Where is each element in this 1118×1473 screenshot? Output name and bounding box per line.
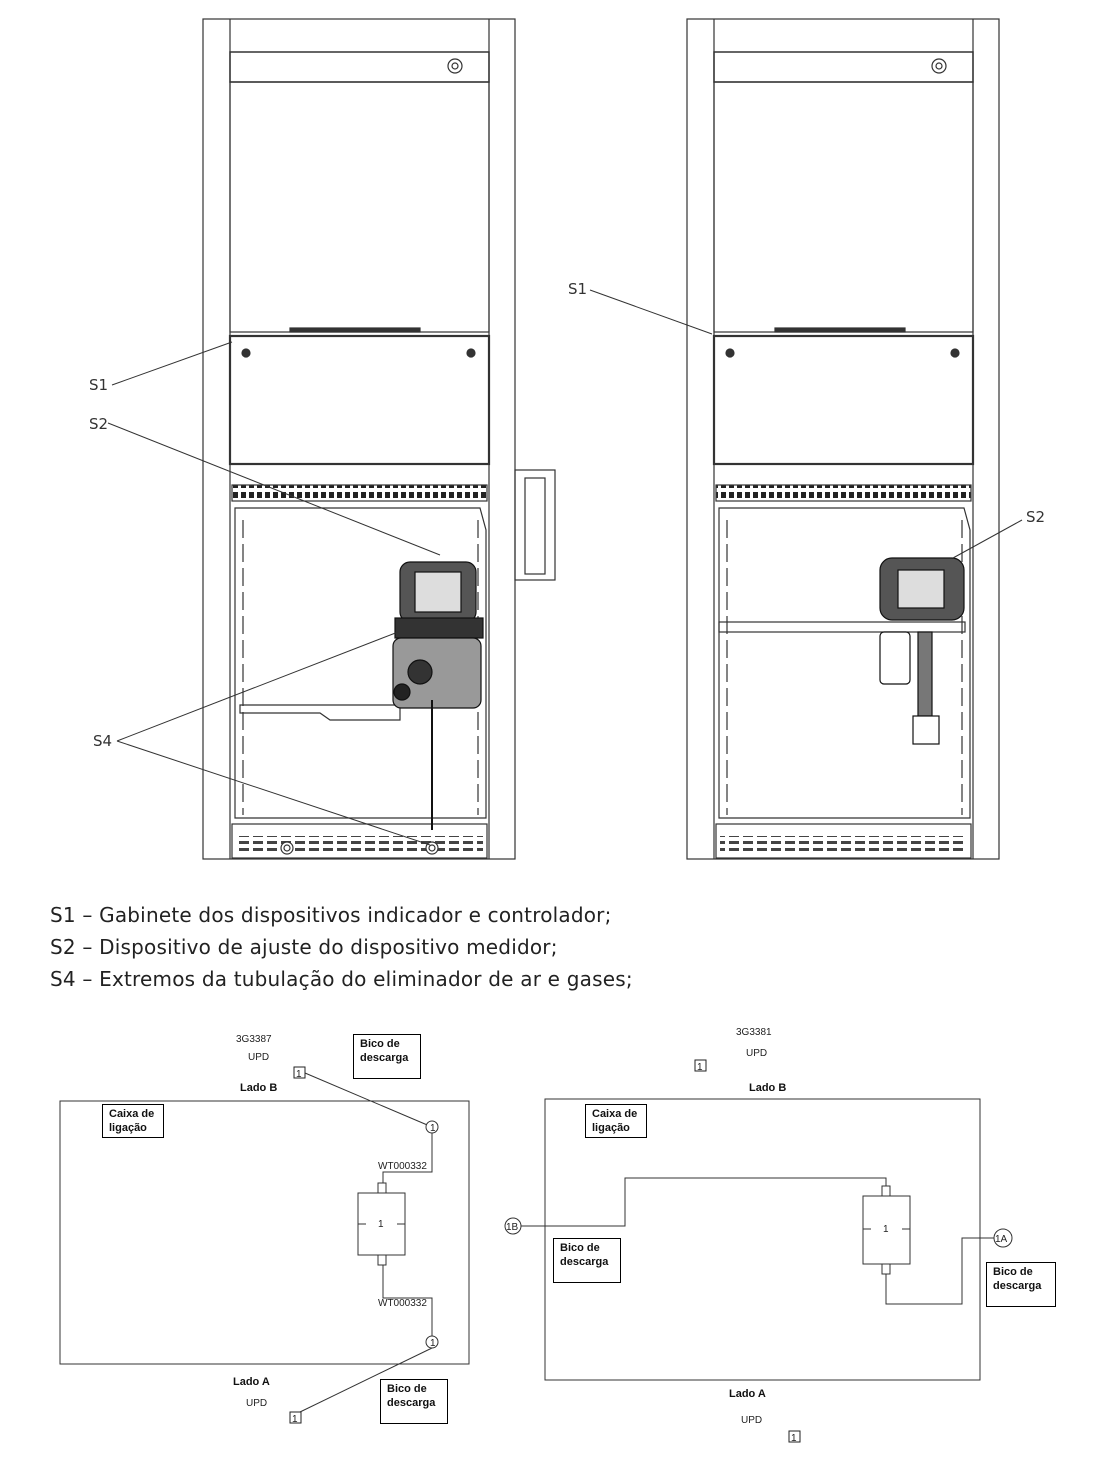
callout-s1-left: S1	[89, 376, 108, 394]
callouts-left: S1 S2 S4	[89, 341, 441, 846]
wiring-left-code: 3G3387	[236, 1034, 272, 1045]
junction-box-label-left: Caixa de ligação	[102, 1104, 164, 1138]
legend-s4: S4 – Extremos da tubulação do eliminador…	[50, 967, 633, 991]
nozzle-label-left-bottom: Bico de descarga	[380, 1379, 448, 1424]
callout-s1-right: S1	[568, 280, 587, 298]
legend-s1: S1 – Gabinete dos dispositivos indicador…	[50, 903, 612, 927]
port-1b: 1B	[506, 1222, 519, 1233]
dispenser-right-view	[686, 18, 1000, 860]
cable-label-top: WT000332	[378, 1161, 427, 1172]
svg-text:1: 1	[430, 1338, 436, 1349]
wiring-left-bottom-upd: UPD	[246, 1398, 267, 1409]
svg-text:1: 1	[430, 1123, 436, 1134]
terminal-top-num: 1	[296, 1069, 302, 1080]
wiring-diagram-right: 3G3381 UPD 1 Lado B 1B 1 1A Lado A UPD 1	[504, 1027, 1013, 1444]
cable-label-bottom: WT000332	[378, 1298, 427, 1309]
legend-s2: S2 – Dispositivo de ajuste do dispositiv…	[50, 935, 558, 959]
svg-text:1: 1	[697, 1062, 703, 1073]
wiring-diagram-left: 3G3387 UPD Lado B 1 1 WT000332 1 WT00033…	[59, 1034, 470, 1425]
nozzle-label-left-top: Bico de descarga	[353, 1034, 421, 1079]
svg-text:1: 1	[791, 1433, 797, 1444]
wiring-right-bottom-upd: UPD	[741, 1415, 762, 1426]
wiring-right-code: 3G3381	[736, 1027, 772, 1038]
wiring-left-top-upd: UPD	[248, 1052, 269, 1063]
junction-box-label-right: Caixa de ligação	[585, 1104, 647, 1138]
module-num-left: 1	[378, 1219, 384, 1230]
svg-text:1: 1	[292, 1414, 298, 1425]
callout-s2-right: S2	[1026, 508, 1045, 526]
wiring-left-side-b: Lado B	[240, 1082, 277, 1094]
callouts-right: S1 S2	[568, 280, 1045, 559]
wiring-right-side-a: Lado A	[729, 1388, 766, 1400]
dispenser-left-view	[202, 18, 556, 860]
wiring-right-side-b: Lado B	[749, 1082, 786, 1094]
port-1a: 1A	[995, 1234, 1008, 1245]
wiring-left-side-a: Lado A	[233, 1376, 270, 1388]
nozzle-label-right-left: Bico de descarga	[553, 1238, 621, 1283]
callout-s4-left: S4	[93, 732, 112, 750]
module-num-right: 1	[883, 1224, 889, 1235]
nozzle-label-right-right: Bico de descarga	[986, 1262, 1056, 1307]
wiring-right-top-upd: UPD	[746, 1048, 767, 1059]
callout-s2-left: S2	[89, 415, 108, 433]
